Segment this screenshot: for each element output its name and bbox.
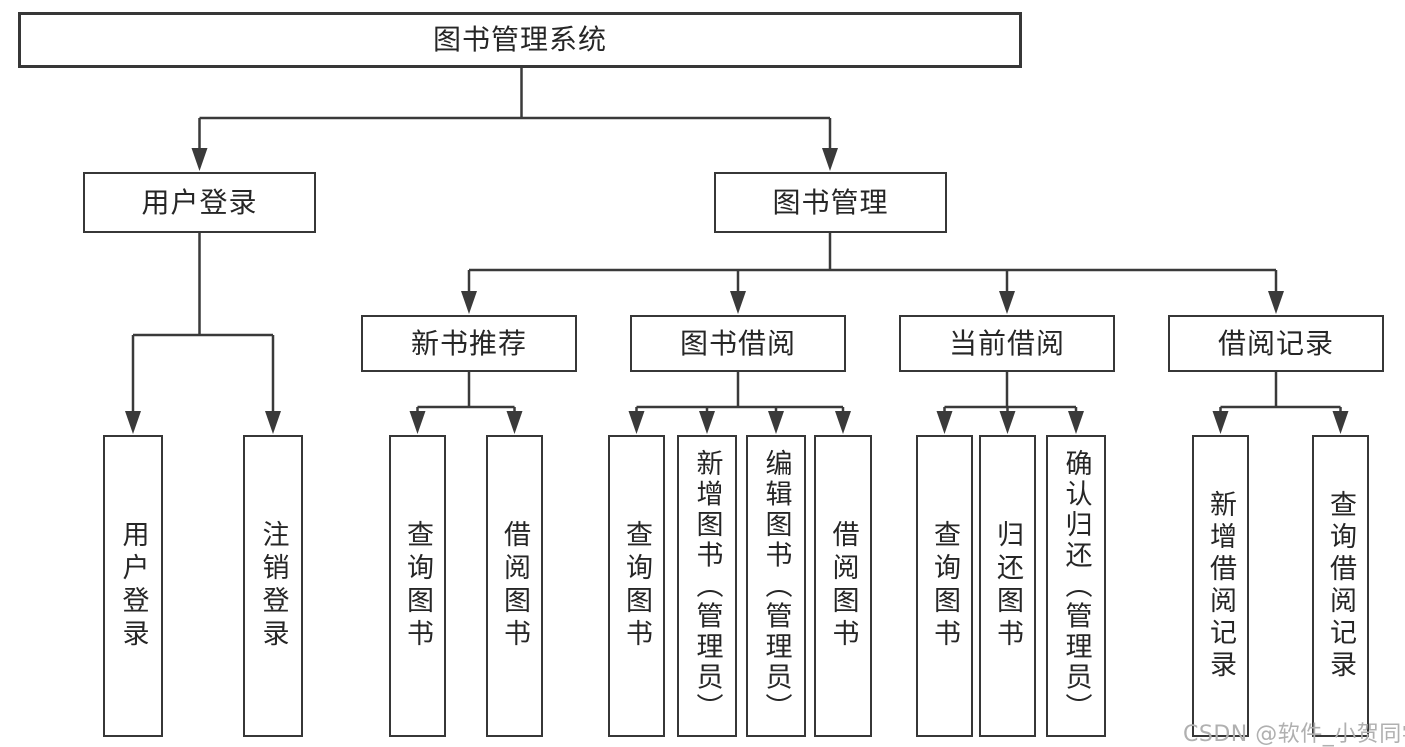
node-current-borrow: 当前借阅 (899, 315, 1115, 372)
node-label: 编辑图书（管理员） (760, 448, 792, 724)
connector-book-borrow-to-leaves (628, 372, 851, 434)
connector-current-borrow-to-leaves (936, 372, 1084, 434)
arrowhead-icon (699, 411, 715, 434)
arrowhead-icon (768, 411, 784, 434)
arrowhead-icon (999, 291, 1015, 314)
node-label: 查询借阅记录 (1325, 490, 1356, 682)
csdn-watermark: CSDN @软件_小贺同学 (1183, 722, 1405, 747)
node-label: 查询图书 (402, 520, 433, 652)
node-label: 用户登录 (117, 520, 149, 652)
connector-book-management-to-level3 (461, 233, 1284, 314)
node-label: 用户登录 (141, 185, 258, 219)
node-label: 图书借阅 (679, 326, 796, 360)
arrowhead-icon (1068, 411, 1084, 434)
node-label: 新增借阅记录 (1205, 490, 1236, 682)
node-label: 借阅记录 (1217, 326, 1334, 360)
arrowhead-icon (506, 411, 523, 434)
node-label: 图书管理 (772, 185, 889, 219)
node-label: 图书管理系统 (432, 23, 607, 56)
node-label: 查询图书 (621, 520, 652, 652)
node-label: 新书推荐 (410, 326, 527, 360)
arrowhead-icon (191, 148, 208, 171)
node-label: 借阅图书 (499, 520, 530, 652)
arrowhead-icon (999, 411, 1016, 434)
node-book-borrow: 图书借阅 (630, 315, 846, 372)
node-leaf-logout: 注销登录 (243, 435, 303, 737)
node-leaf-return-books: 归还图书 (979, 435, 1036, 737)
node-leaf-add-borrow-record: 新增借阅记录 (1192, 435, 1249, 737)
node-label: 当前借阅 (948, 326, 1065, 360)
node-label: 新增图书（管理员） (691, 448, 723, 724)
node-new-book-recommend: 新书推荐 (361, 315, 577, 372)
node-leaf-query-books-2: 查询图书 (608, 435, 665, 737)
arrowhead-icon (730, 291, 746, 314)
node-leaf-borrow-books-2: 借阅图书 (814, 435, 872, 737)
arrowhead-icon (461, 291, 477, 314)
node-label: 查询图书 (929, 520, 960, 652)
node-book-management: 图书管理 (714, 172, 947, 233)
node-borrow-records: 借阅记录 (1168, 315, 1384, 372)
node-label: 确认归还（管理员） (1060, 448, 1092, 724)
arrowhead-icon (628, 411, 645, 434)
arrowhead-icon (1332, 411, 1349, 434)
arrowhead-icon (822, 148, 838, 171)
arrowhead-icon (1268, 291, 1284, 314)
node-leaf-query-books-3: 查询图书 (916, 435, 973, 737)
node-leaf-user-login: 用户登录 (103, 435, 163, 737)
connector-borrow-records-to-leaves (1212, 372, 1349, 434)
node-leaf-query-borrow-record: 查询借阅记录 (1312, 435, 1369, 737)
node-leaf-borrow-books-1: 借阅图书 (486, 435, 543, 737)
node-label: 注销登录 (257, 520, 289, 652)
arrowhead-icon (936, 411, 953, 434)
node-label: 归还图书 (992, 520, 1023, 652)
arrowhead-icon (409, 411, 426, 434)
connector-new-book-to-leaves (409, 372, 523, 434)
arrowhead-icon (1212, 411, 1229, 434)
node-label: 借阅图书 (827, 520, 859, 652)
node-user-login: 用户登录 (83, 172, 316, 233)
node-leaf-query-books-1: 查询图书 (389, 435, 446, 737)
node-leaf-confirm-return-admin: 确认归还（管理员） (1046, 435, 1106, 737)
connector-root-to-level2 (191, 68, 838, 171)
node-leaf-add-books-admin: 新增图书（管理员） (677, 435, 737, 737)
arrowhead-icon (835, 411, 851, 434)
node-leaf-edit-books-admin: 编辑图书（管理员） (746, 435, 806, 737)
arrowhead-icon (265, 411, 281, 434)
node-library-management-system: 图书管理系统 (18, 12, 1022, 68)
connector-user-login-to-leaves (125, 233, 281, 434)
arrowhead-icon (125, 411, 141, 434)
